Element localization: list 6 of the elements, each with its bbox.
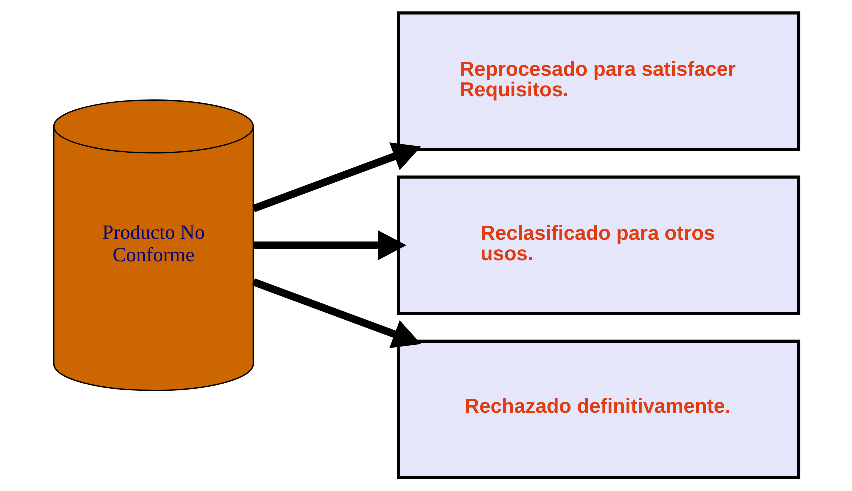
node-box: Reclasificado para otros usos. <box>396 176 800 316</box>
node-box: Rechazado definitivamente. <box>396 340 800 480</box>
arrow <box>252 142 421 212</box>
node-box: Reprocesado para satisfacer Requisitos. <box>396 12 800 152</box>
arrow <box>253 230 406 260</box>
arrow <box>252 278 421 348</box>
